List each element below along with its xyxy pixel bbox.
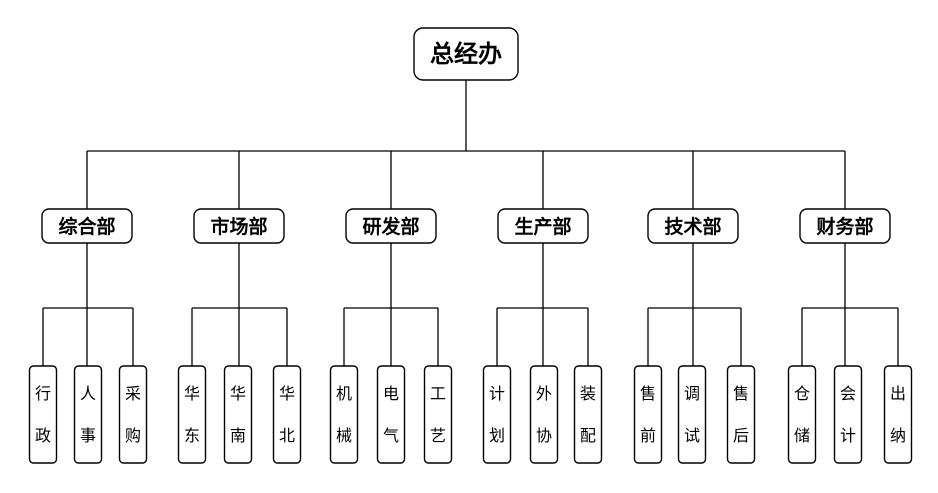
root-box — [413, 27, 519, 81]
unit-char: 购 — [125, 426, 141, 445]
unit-char: 后 — [733, 426, 749, 445]
unit-box — [223, 365, 253, 464]
unit-char: 机 — [336, 384, 352, 403]
dept-node: 市场部 — [193, 208, 285, 244]
unit-char: 配 — [580, 426, 596, 445]
unit-box — [726, 365, 756, 464]
unit-box — [833, 365, 863, 464]
unit-char: 华 — [279, 384, 295, 403]
unit-box — [177, 365, 207, 464]
unit-node: 会计 — [833, 365, 863, 464]
unit-node: 售后 — [726, 365, 756, 464]
unit-char: 东 — [184, 426, 200, 445]
unit-node: 华南 — [223, 365, 253, 464]
unit-node: 计划 — [482, 365, 512, 464]
unit-char: 气 — [383, 426, 399, 445]
dept-box — [647, 208, 739, 244]
unit-box — [329, 365, 359, 464]
unit-box — [787, 365, 817, 464]
unit-box — [573, 365, 603, 464]
unit-node: 出纳 — [883, 365, 913, 464]
unit-node: 人事 — [73, 365, 103, 464]
unit-node: 机械 — [329, 365, 359, 464]
unit-char: 华 — [184, 384, 200, 403]
unit-char: 采 — [125, 384, 141, 403]
unit-box — [272, 365, 302, 464]
dept-node: 财务部 — [799, 208, 891, 244]
unit-box — [482, 365, 512, 464]
dept-label: 研发部 — [362, 215, 419, 238]
dept-label: 技术部 — [664, 215, 721, 238]
dept-label: 财务部 — [816, 215, 873, 238]
dept-node: 综合部 — [41, 208, 133, 244]
dept-box — [799, 208, 891, 244]
unit-char: 计 — [840, 426, 856, 445]
connector-lines — [42, 80, 899, 366]
unit-char: 行 — [35, 384, 51, 403]
unit-char: 华 — [230, 384, 246, 403]
unit-node: 工艺 — [423, 365, 453, 464]
dept-box — [497, 208, 589, 244]
unit-char: 售 — [733, 384, 749, 403]
unit-box — [73, 365, 103, 464]
unit-box — [883, 365, 913, 464]
root-node: 总经办 — [413, 27, 519, 81]
unit-char: 南 — [230, 426, 246, 445]
dept-label: 市场部 — [210, 215, 267, 238]
unit-node: 售前 — [633, 365, 663, 464]
unit-char: 售 — [640, 384, 656, 403]
dept-box — [41, 208, 133, 244]
unit-char: 会 — [840, 384, 856, 403]
unit-node: 仓储 — [787, 365, 817, 464]
unit-char: 前 — [640, 426, 656, 445]
dept-node: 生产部 — [497, 208, 589, 244]
dept-label: 生产部 — [514, 215, 571, 238]
unit-node: 装配 — [573, 365, 603, 464]
dept-label: 综合部 — [58, 215, 115, 238]
unit-char: 出 — [890, 384, 906, 403]
unit-char: 仓 — [794, 384, 810, 403]
unit-char: 电 — [383, 384, 399, 403]
unit-node: 采购 — [118, 365, 148, 464]
unit-box — [376, 365, 406, 464]
unit-char: 协 — [536, 426, 552, 445]
unit-box — [118, 365, 148, 464]
dept-box — [193, 208, 285, 244]
dept-node: 研发部 — [345, 208, 437, 244]
unit-box — [423, 365, 453, 464]
department-nodes: 综合部行政人事采购市场部华东华南华北研发部机械电气工艺生产部计划外协装配技术部售… — [28, 208, 913, 464]
dept-node: 技术部 — [647, 208, 739, 244]
dept-box — [345, 208, 437, 244]
unit-node: 华北 — [272, 365, 302, 464]
unit-node: 行政 — [28, 365, 58, 464]
unit-char: 试 — [684, 426, 700, 445]
unit-char: 纳 — [890, 426, 906, 445]
unit-char: 政 — [35, 426, 51, 445]
unit-box — [633, 365, 663, 464]
unit-box — [28, 365, 58, 464]
unit-node: 华东 — [177, 365, 207, 464]
unit-box — [677, 365, 707, 464]
unit-node: 电气 — [376, 365, 406, 464]
unit-char: 计 — [489, 384, 505, 403]
unit-char: 储 — [794, 426, 810, 445]
unit-char: 械 — [336, 426, 352, 445]
unit-char: 划 — [489, 426, 505, 445]
unit-char: 装 — [580, 384, 596, 403]
unit-char: 北 — [279, 426, 295, 445]
unit-node: 外协 — [529, 365, 559, 464]
unit-char: 人 — [80, 384, 96, 403]
unit-char: 事 — [80, 426, 96, 445]
unit-box — [529, 365, 559, 464]
unit-char: 工 — [430, 384, 446, 403]
unit-node: 调试 — [677, 365, 707, 464]
root-label: 总经办 — [430, 39, 502, 68]
unit-char: 艺 — [430, 426, 446, 445]
unit-char: 调 — [684, 384, 700, 403]
unit-char: 外 — [536, 384, 552, 403]
